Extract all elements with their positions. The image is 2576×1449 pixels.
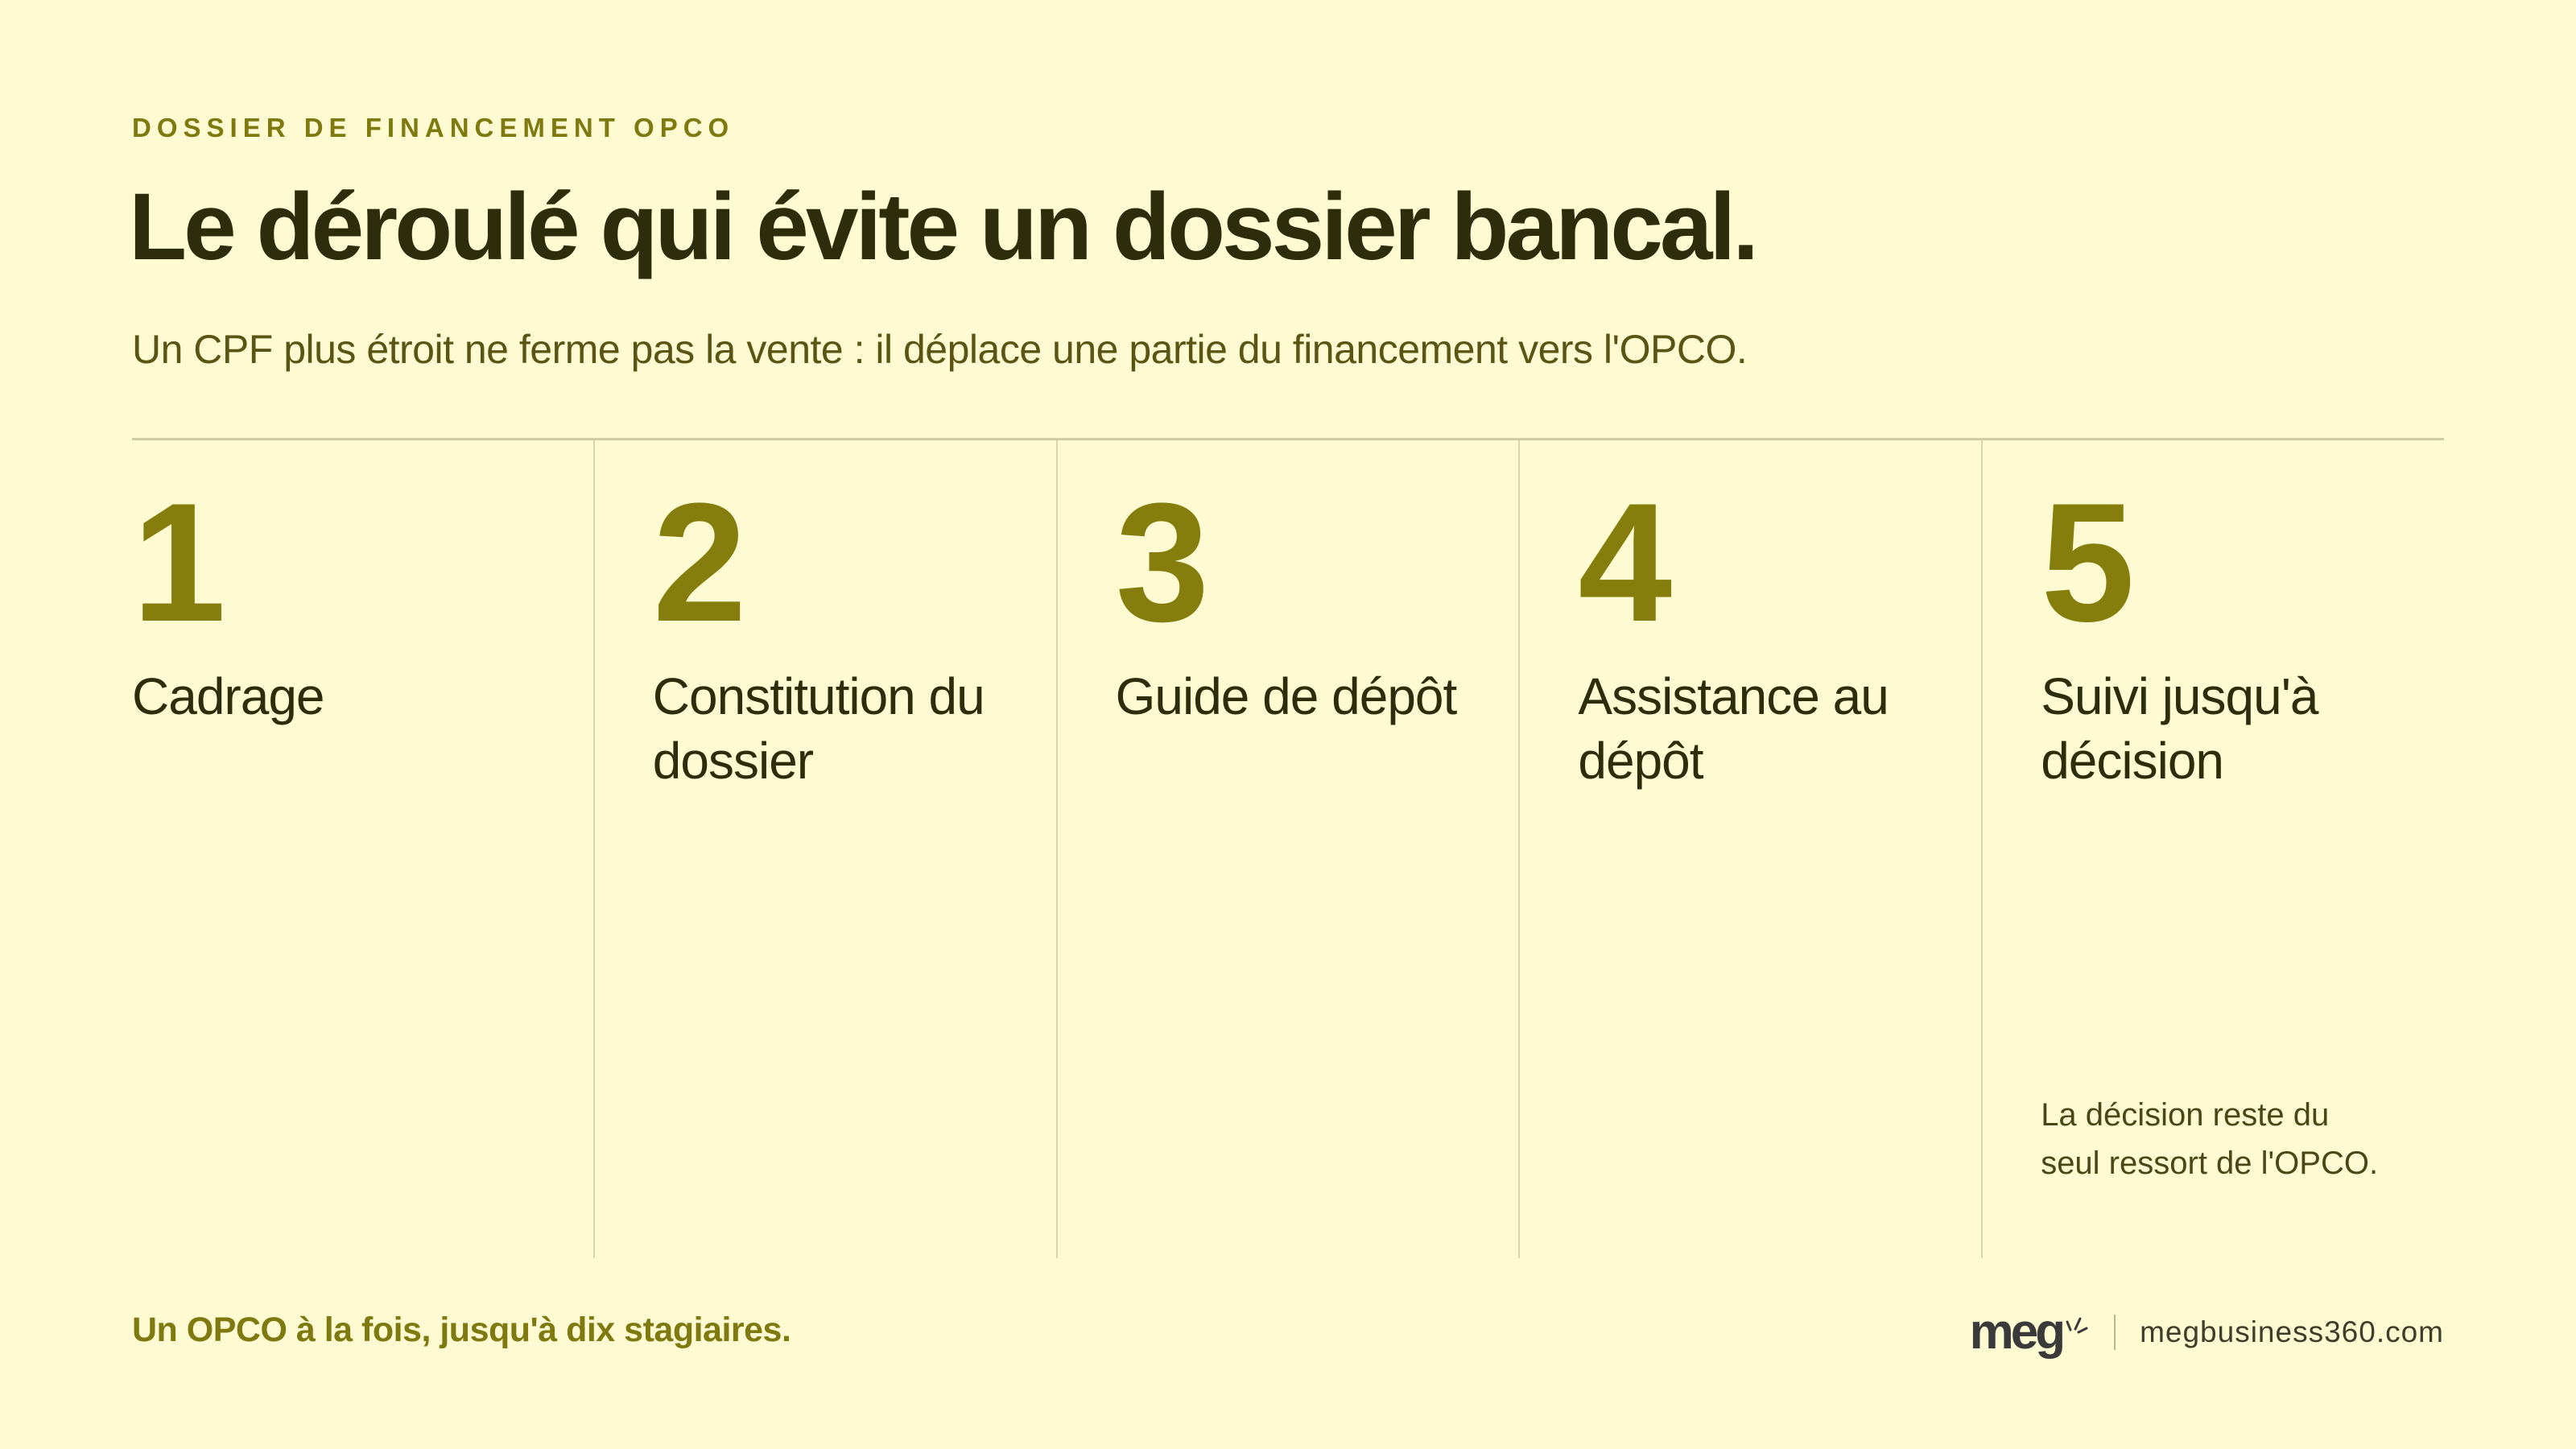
step-label: Constitution du dossier [652,667,985,790]
footer-tagline: Un OPCO à la fois, jusqu'à dix stagiaire… [132,1311,791,1349]
page-subtitle: Un CPF plus étroit ne ferme pas la vente… [132,327,1748,372]
step-5: 5 Suivi jusqu'à décision La décision res… [1981,440,2444,1258]
step-label: Suivi jusqu'à décision [2041,667,2318,790]
eyebrow-label: DOSSIER DE FINANCEMENT OPCO [132,113,735,142]
step-4: 4 Assistance au dépôt [1518,440,1981,1258]
step-number: 3 [1115,468,1210,657]
step-1: 1 Cadrage [132,440,593,1258]
step-number: 1 [132,468,226,657]
logo-sparks-icon [2066,1317,2088,1334]
website-link[interactable]: megbusiness360.com [2140,1315,2444,1348]
step-number: 5 [2041,468,2135,657]
step-number: 2 [652,468,747,657]
step-label: Assistance au dépôt [1578,667,1889,790]
brand-block: meg megbusiness360.com [1970,1304,2444,1360]
step-label: Cadrage [132,667,325,725]
step-number: 4 [1578,468,1673,657]
step-label: Guide de dépôt [1115,667,1458,725]
page-title: Le déroulé qui évite un dossier bancal. [129,174,1759,280]
step-note: La décision reste du seul ressort de l'O… [2041,1097,2379,1181]
steps-row: 1 Cadrage 2 Constitution du dossier 3 Gu… [132,440,2444,1258]
brand-separator [2114,1315,2116,1350]
header-divider [132,438,2444,440]
meg-logo-icon: meg [1970,1304,2088,1360]
logo-wordmark: meg [1969,1304,2066,1360]
step-2: 2 Constitution du dossier [592,440,1056,1258]
step-3: 3 Guide de dépôt [1055,440,1519,1258]
